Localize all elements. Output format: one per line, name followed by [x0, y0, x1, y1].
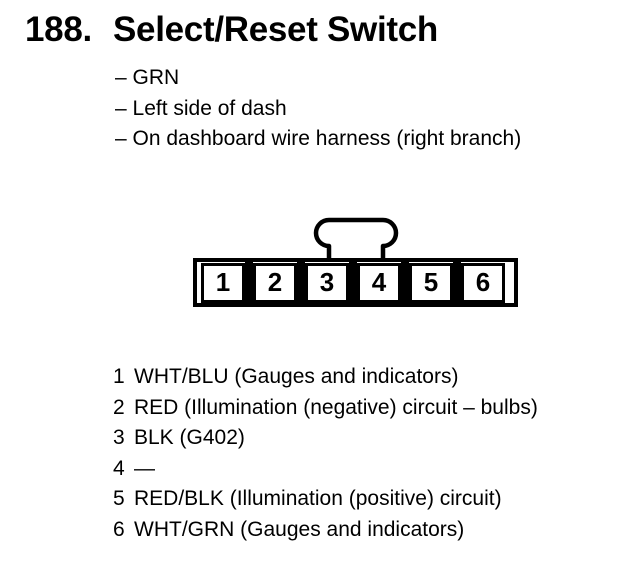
- connector-cavity-2: 2: [253, 262, 297, 303]
- pin-row: 4 —: [113, 454, 538, 485]
- pin-list: 1 WHT/BLU (Gauges and indicators) 2 RED …: [113, 362, 538, 546]
- pin-number: 1: [113, 365, 125, 388]
- pin-number: 2: [113, 395, 125, 419]
- page-title: Select/Reset Switch: [113, 10, 438, 49]
- pin-number: 3: [113, 426, 125, 450]
- pin-description: RED (Illumination (negative) circuit – b…: [134, 395, 538, 419]
- cavity-divider: [401, 262, 409, 303]
- pin-row: 3 BLK (G402): [113, 423, 538, 454]
- pin-description: WHT/BLU (Gauges and indicators): [134, 365, 459, 388]
- detail-item-wire-color: – GRN: [115, 66, 180, 89]
- pin-number: 5: [113, 487, 125, 511]
- pin-number: 6: [113, 517, 125, 541]
- connector-cavity-3: 3: [305, 262, 349, 303]
- pin-number: 4: [113, 456, 125, 480]
- connector-cavity-6: 6: [461, 262, 505, 303]
- section-number: 188.: [25, 10, 92, 49]
- cavity-divider: [245, 262, 253, 303]
- detail-item-location: – Left side of dash: [115, 96, 287, 120]
- cavity-divider: [297, 262, 305, 303]
- pin-description: BLK (G402): [134, 426, 245, 450]
- pin-row: 5 RED/BLK (Illumination (positive) circu…: [113, 484, 538, 515]
- connector-cavity-5: 5: [409, 262, 453, 303]
- cavity-divider: [453, 262, 461, 303]
- pin-description: —: [134, 456, 155, 480]
- detail-item-harness: – On dashboard wire harness (right branc…: [115, 127, 522, 151]
- cavity-divider: [349, 262, 357, 303]
- detail-list: – GRN – Left side of dash – On dashboard…: [115, 63, 521, 155]
- connector-cavity-4: 4: [357, 262, 401, 303]
- pin-row: 1 WHT/BLU (Gauges and indicators): [113, 362, 538, 393]
- section-header: 188. Select/Reset Switch: [25, 12, 438, 48]
- pin-description: WHT/GRN (Gauges and indicators): [134, 517, 465, 541]
- pin-row: 2 RED (Illumination (negative) circuit –…: [113, 393, 538, 424]
- connector-cavity-1: 1: [201, 262, 245, 303]
- pin-row: 6 WHT/GRN (Gauges and indicators): [113, 515, 538, 546]
- connector-body-diagram: 1 2 3 4 5 6: [193, 258, 518, 307]
- pin-description: RED/BLK (Illumination (positive) circuit…: [134, 487, 502, 511]
